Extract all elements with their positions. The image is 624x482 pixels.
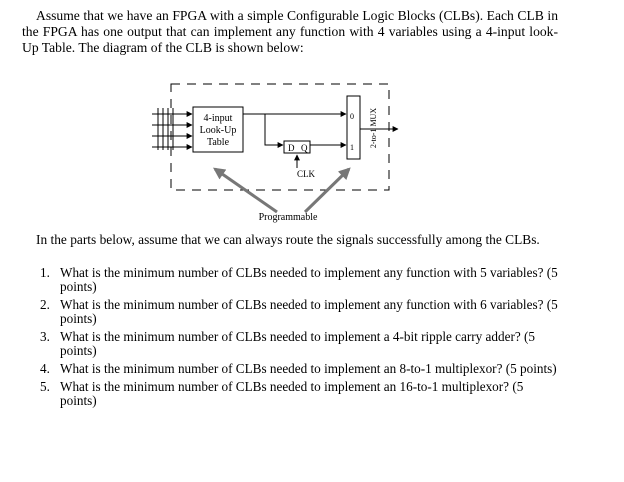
clb-boundary	[170, 83, 390, 191]
question-number: 3.	[40, 329, 50, 344]
question-number: 2.	[40, 297, 50, 312]
question-text: What is the minimum number of CLBs neede…	[60, 297, 558, 326]
mux-box	[346, 95, 361, 160]
internal-wires	[243, 111, 399, 148]
ff-clk-label: CLK	[297, 169, 316, 179]
list-item: 4. What is the minimum number of CLBs nee…	[40, 362, 560, 376]
list-item: 1. What is the minimum number of CLBs nee…	[40, 266, 560, 294]
mux-input-1: 1	[350, 143, 354, 152]
list-item: 5. What is the minimum number of CLBs nee…	[40, 380, 560, 408]
lut-label-line3: Table	[207, 137, 230, 148]
routing-note: In the parts below, assume that we can a…	[36, 232, 540, 247]
question-number: 1.	[40, 265, 50, 280]
question-text: What is the minimum number of CLBs neede…	[60, 329, 535, 358]
question-text: What is the minimum number of CLBs neede…	[60, 379, 524, 408]
question-number: 4.	[40, 361, 50, 376]
question-list: 1. What is the minimum number of CLBs nee…	[40, 266, 560, 412]
flip-flop-box	[283, 140, 311, 154]
ff-d-label: D	[288, 143, 295, 153]
list-item: 3. What is the minimum number of CLBs nee…	[40, 330, 560, 358]
question-number: 5.	[40, 379, 50, 394]
question-text: What is the minimum number of CLBs neede…	[60, 265, 558, 294]
lut-label-line1: 4-input	[204, 113, 233, 124]
intro-paragraph: Assume that we have an FPGA with a simpl…	[22, 8, 558, 55]
question-text: What is the minimum number of CLBs neede…	[60, 361, 557, 376]
mux-input-0: 0	[350, 112, 354, 121]
lut-input-lines	[152, 108, 193, 150]
programmable-arrows	[213, 167, 351, 214]
ff-q-label: Q	[301, 143, 308, 153]
programmable-label: Programmable	[259, 212, 318, 223]
clb-diagram: 4-input Look-Up Table D Q CLK 0 1 2-to-1…	[152, 83, 399, 223]
lut-label-line2: Look-Up	[200, 125, 237, 136]
list-item: 2. What is the minimum number of CLBs nee…	[40, 298, 560, 326]
mux-label: 2-to-1 MUX	[369, 108, 378, 148]
lookup-table-box	[192, 106, 244, 153]
